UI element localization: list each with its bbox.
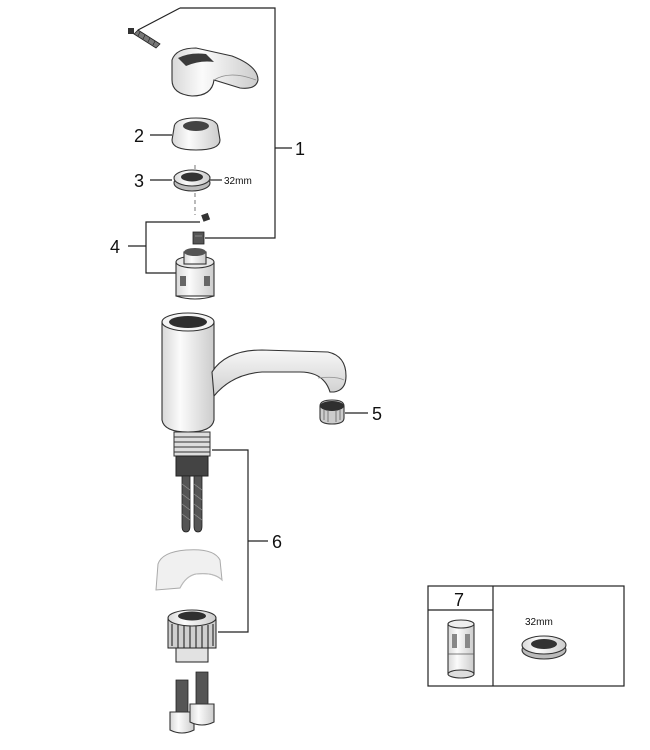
mounting-set-part <box>155 549 223 734</box>
dimension-label-ring: 32mm <box>224 176 252 187</box>
faucet-body <box>161 312 347 533</box>
cartridge-part <box>175 212 215 300</box>
aerator-part <box>319 399 345 425</box>
callout-7: 7 <box>454 590 464 610</box>
lever-handle <box>128 28 259 97</box>
callout-1: 1 <box>295 139 305 159</box>
callout-2: 2 <box>134 126 144 146</box>
spare-parts-box: 7 32mm <box>427 585 625 687</box>
callout-6: 6 <box>272 532 282 552</box>
callout-3: 3 <box>134 171 144 191</box>
spare-ring-part <box>521 635 567 660</box>
dimension-label-box-ring: 32mm <box>525 617 553 628</box>
spare-cartridge-part <box>447 619 475 679</box>
cap-ring-part <box>171 117 221 151</box>
nut-ring-part <box>173 169 211 192</box>
callout-4: 4 <box>110 237 120 257</box>
callout-5: 5 <box>372 404 382 424</box>
